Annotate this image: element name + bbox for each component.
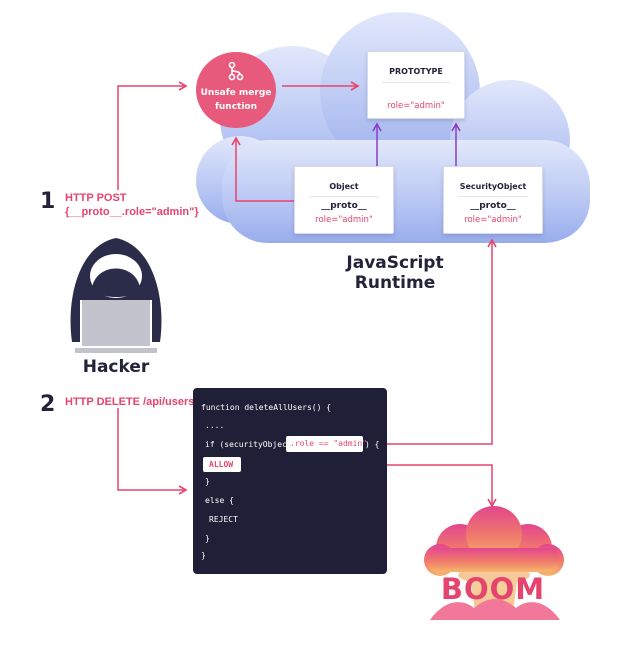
code-allow-box: ALLOW	[203, 457, 241, 472]
prototype-card: PROTOTYPE role="admin"	[367, 51, 465, 119]
code-role-check: .role == "admin"	[286, 436, 367, 452]
code-line-2: ....	[205, 421, 225, 430]
code-allow-text: ALLOW	[209, 460, 234, 469]
merge-function-node: Unsafe merge function	[196, 52, 276, 128]
object-card-proto: __proto__	[321, 201, 367, 211]
prototype-card-title: PROTOTYPE	[389, 67, 443, 76]
security-card-divider	[458, 196, 528, 197]
object-card: Object __proto__ role="admin"	[294, 166, 394, 234]
security-card-proto: __proto__	[470, 201, 516, 211]
object-card-role: role="admin"	[315, 215, 373, 225]
runtime-label-line-1: JavaScript	[346, 253, 444, 273]
step-1-number: 1	[40, 189, 56, 214]
arrow-delete-to-code	[117, 408, 188, 495]
code-line-8: }	[205, 534, 210, 543]
step-1-method: HTTP POST	[65, 192, 127, 204]
arrow-post-to-merge	[117, 81, 188, 190]
hacker-label: Hacker	[82, 357, 150, 377]
runtime-label-line-2: Runtime	[354, 273, 436, 293]
object-card-divider	[309, 196, 379, 197]
security-card-role: role="admin"	[464, 215, 522, 225]
security-object-card: SecurityObject __proto__ role="admin"	[443, 166, 543, 234]
code-line-7: REJECT	[209, 515, 238, 524]
code-line-6: else {	[205, 496, 234, 505]
object-card-title: Object	[329, 182, 359, 191]
step-2-method: HTTP DELETE /api/users	[65, 396, 195, 408]
arrow-object-to-merge	[231, 136, 294, 202]
code-panel: function deleteAllUsers() { .... if (sec…	[193, 388, 387, 574]
step-1-payload: {__proto__.role="admin"}	[65, 206, 199, 218]
security-card-title: SecurityObject	[459, 182, 527, 191]
code-line-5: }	[205, 477, 210, 486]
arrow-check-to-security	[363, 238, 497, 445]
prototype-card-role: role="admin"	[387, 101, 445, 111]
merge-function-label-1: Unsafe merge	[200, 88, 272, 98]
boom-label: BOOM	[440, 572, 546, 606]
mushroom-cloud-icon	[424, 506, 564, 620]
merge-function-label-2: function	[214, 102, 258, 112]
hooded-hacker-icon	[70, 238, 162, 353]
step-2-number: 2	[40, 392, 56, 417]
code-line-3-prefix: if (securityObject	[205, 440, 292, 449]
runtime-label: JavaScript Runtime	[325, 253, 465, 293]
git-merge-icon	[228, 61, 244, 81]
code-line-1: function deleteAllUsers() {	[201, 403, 332, 412]
code-line-3-suffix: ) {	[365, 440, 380, 449]
code-role-check-text: .role == "admin"	[290, 439, 368, 448]
prototype-card-divider	[382, 82, 450, 83]
code-line-9: }	[201, 551, 206, 560]
